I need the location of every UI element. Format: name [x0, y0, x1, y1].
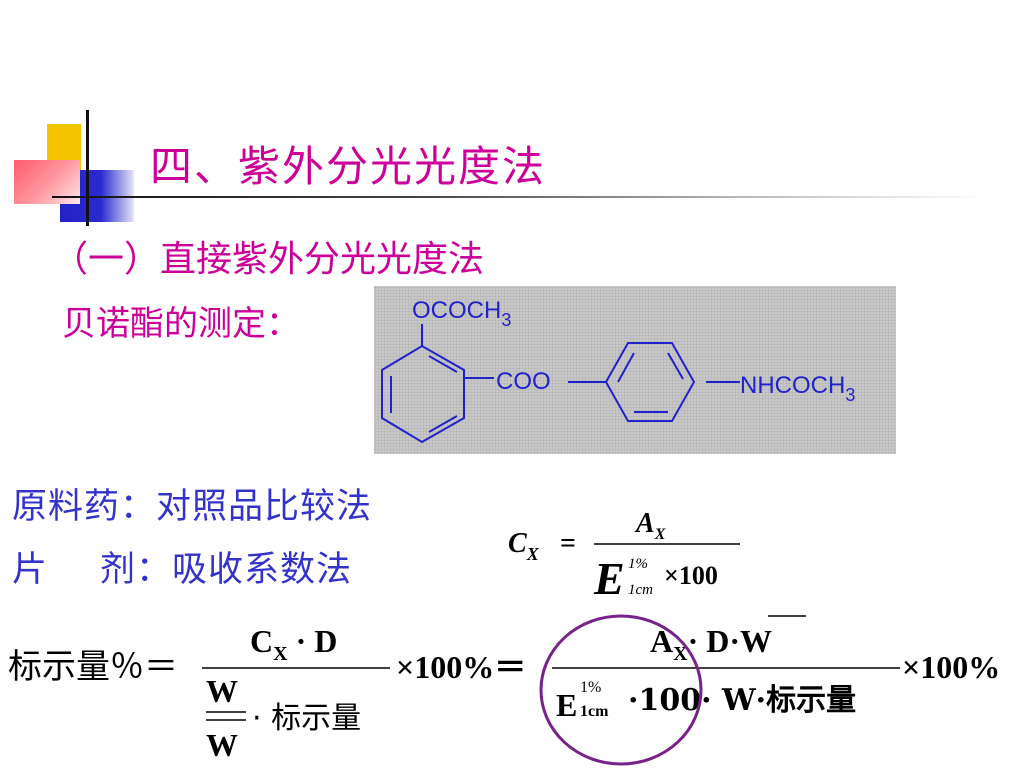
title-underline	[52, 196, 982, 198]
cx-den-sup: 1%	[628, 556, 648, 572]
highlight-ellipse	[539, 614, 703, 766]
label-ococh3: OCOCH3	[412, 297, 511, 330]
decor-vertical-line	[86, 110, 89, 226]
right-benzene-ring	[604, 342, 696, 422]
method-tablet-rest: 剂：吸收系数法	[100, 550, 353, 590]
f1-den-wbar: W	[206, 727, 238, 763]
cx-den-sub: 1cm	[628, 582, 653, 598]
f2-numerator: AX· D·W	[650, 623, 772, 665]
slide-subtitle: （一）直接紫外分光光度法	[52, 239, 485, 280]
chemical-structure: OCOCH3 COO NHCOCH3	[374, 286, 896, 454]
right-ring-double-bond-2	[667, 352, 684, 380]
cx-numerator: AX	[634, 508, 666, 543]
times-100-a: ×100%＝	[396, 649, 526, 685]
method-tablet: 片 剂：吸收系数法	[12, 541, 352, 592]
left-benzene-ring	[381, 344, 465, 444]
right-ring-double-bond-1	[617, 352, 635, 383]
label-coo: COO	[496, 368, 551, 395]
times-100-b: ×100%	[902, 649, 1000, 685]
cx-lhs: CX	[508, 528, 540, 564]
method-raw-material: 原料药：对照品比较法	[12, 487, 373, 527]
label-nhcoch3: NHCOCH3	[740, 372, 855, 405]
cx-den-tail: ×100	[664, 561, 718, 590]
lhs-label: 标示量％＝	[8, 647, 178, 687]
drug-label: 贝诺酯的测定：	[62, 304, 300, 344]
formula-cx: CX = AX E 1% 1cm ×100	[508, 508, 740, 604]
f2-den-e: E	[556, 687, 577, 723]
f1-den-tail: · 标示量	[252, 701, 361, 736]
cx-den-e: E	[593, 553, 625, 604]
slide-title: 四、紫外分光光度法	[150, 142, 547, 191]
cx-equals: =	[560, 528, 576, 559]
formula-label-content: 标示量％＝ CX · D W W · 标示量 ×100%＝ AX· D·W E …	[8, 614, 1000, 766]
f1-numerator: CX · D	[250, 623, 337, 665]
f2-den-tail: ·100· W·标示量	[628, 683, 856, 718]
left-ring-double-bond-2	[428, 355, 458, 373]
f2-den-sup: 1%	[580, 679, 601, 696]
f2-den-sub: 1cm	[580, 703, 609, 720]
benorilate-structure-svg: OCOCH3 COO NHCOCH3	[381, 297, 855, 444]
method-tablet-char: 片	[12, 550, 49, 590]
left-ring-double-bond-3	[428, 415, 458, 433]
f1-den-w: W	[206, 673, 238, 709]
